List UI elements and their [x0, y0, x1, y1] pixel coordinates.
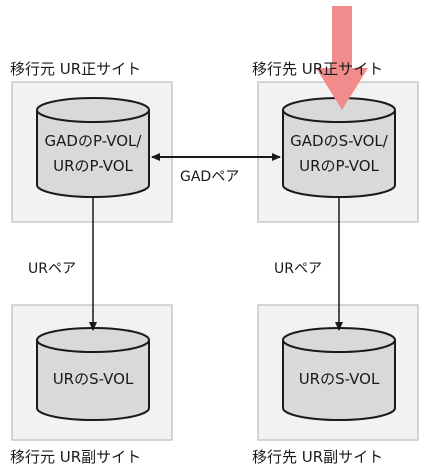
target-secondary-volume-label: URのS-VOL	[298, 370, 380, 388]
source-primary-volume-label-line2: URのP-VOL	[53, 157, 133, 175]
ur-pair-right-label: URペア	[274, 261, 322, 277]
source-secondary-site-label: 移行元 UR副サイト	[10, 448, 142, 466]
target-primary-volume-label-line2: URのP-VOL	[299, 157, 379, 175]
highlight-arrow	[316, 6, 368, 110]
gad-pair-label: GADペア	[180, 169, 240, 185]
target-secondary-site-label: 移行先 UR副サイト	[252, 448, 384, 466]
source-secondary-volume-label: URのS-VOL	[52, 370, 134, 388]
target-primary-volume-label-line1: GADのS-VOL/	[290, 132, 388, 150]
source-primary-volume-label-line1: GADのP-VOL/	[44, 132, 142, 150]
source-secondary-volume-cylinder	[36, 327, 150, 421]
source-primary-volume-cylinder	[36, 97, 150, 198]
ur-pair-left-label: URペア	[28, 261, 76, 277]
source-primary-site-label: 移行元 UR正サイト	[10, 60, 142, 78]
target-primary-site-label: 移行先 UR正サイト	[252, 60, 384, 78]
target-secondary-volume-cylinder	[282, 327, 396, 421]
target-primary-volume-cylinder	[282, 97, 396, 198]
